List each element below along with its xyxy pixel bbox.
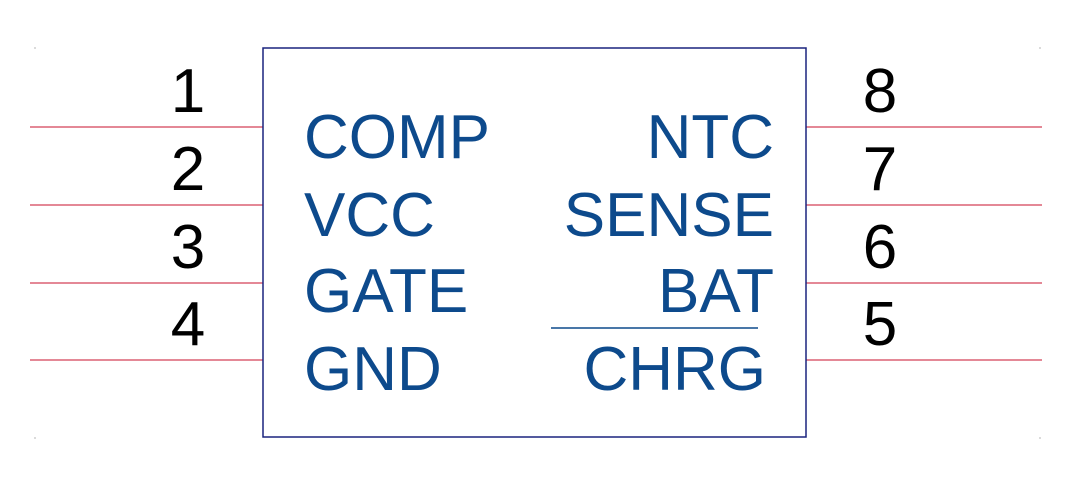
pin-number-3: 3 [171,213,205,282]
pin-number-1: 1 [171,57,205,126]
grid-dots [34,47,1041,439]
pin-name-chrg: CHRG [583,335,766,404]
pin-name-gate: GATE [304,257,468,326]
pin-number-5: 5 [863,290,897,359]
pin-number-2: 2 [171,135,205,204]
pin-name-vcc: VCC [304,181,435,250]
pin-name-ntc: NTC [647,103,774,172]
ic-body [262,47,807,438]
pin-name-sense: SENSE [564,181,774,250]
pin-name-bat: BAT [658,257,774,326]
pin-number-4: 4 [171,290,205,359]
pin-name-comp: COMP [304,103,490,172]
pin-number-8: 8 [863,57,897,126]
pin-number-7: 7 [863,135,897,204]
pin-name-gnd: GND [304,335,442,404]
pin-number-6: 6 [863,213,897,282]
